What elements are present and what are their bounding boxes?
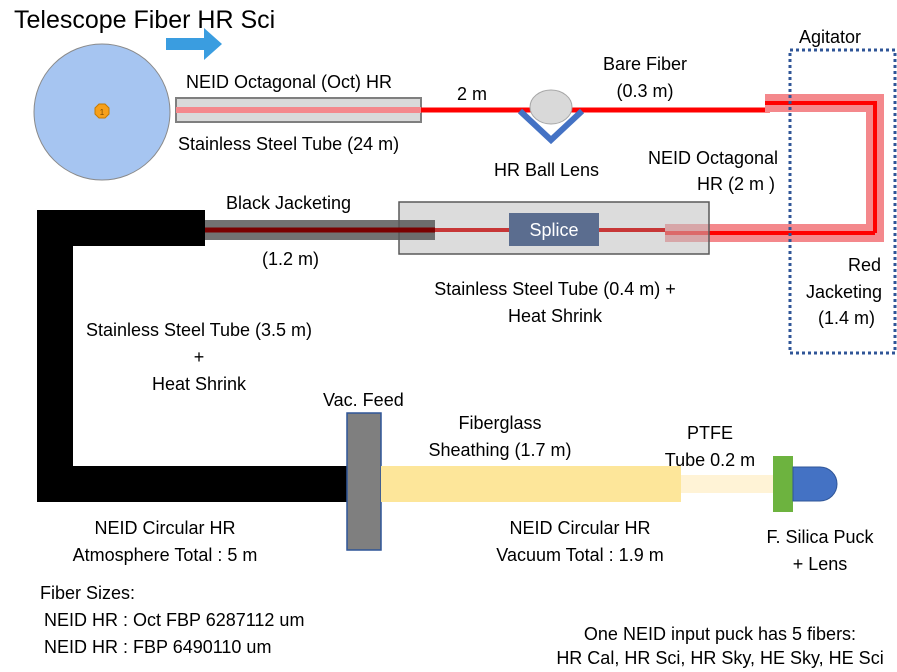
fiber-sizes-title: Fiber Sizes: [40, 583, 136, 603]
label-bare-fiber: Bare Fiber [602, 54, 688, 74]
label-steel-tube-35-1: Stainless Steel Tube (3.5 m) [85, 320, 313, 340]
label-red-jacketing-3: (1.4 m) [818, 308, 876, 328]
label-splice: Splice [529, 220, 579, 240]
label-red-jacketing-2: Jacketing [806, 282, 883, 302]
label-circ-vac-1: NEID Circular HR [509, 518, 651, 538]
puck-lens-icon [792, 466, 838, 502]
label-steel-tube-35-2: + [193, 347, 205, 367]
label-steel-tube-24: Stainless Steel Tube (24 m) [178, 134, 400, 154]
label-puck-2: + Lens [792, 554, 848, 574]
label-ptfe-2: Tube 0.2 m [664, 450, 756, 470]
label-red-jacketing-1: Red [848, 255, 882, 275]
label-oct-hr-2m-2: HR (2 m ) [697, 174, 775, 194]
label-puck-1: F. Silica Puck [766, 527, 874, 547]
label-agitator: Agitator [799, 27, 862, 47]
octagonal-fiber-icon [94, 103, 110, 119]
label-fiberglass-1: Fiberglass [458, 413, 542, 433]
label-ptfe-1: PTFE [686, 423, 733, 443]
oct-fiber-in-tube [176, 107, 421, 113]
steel-tube-35m-path [37, 210, 350, 502]
label-oct-hr-2m-1: NEID Octagonal [648, 148, 779, 168]
ptfe-tube [681, 475, 773, 493]
label-ball-lens: HR Ball Lens [494, 160, 600, 180]
silica-puck [773, 456, 793, 512]
label-bare-fiber-length: (0.3 m) [616, 81, 674, 101]
label-steel-tube-04-2: Heat Shrink [507, 306, 603, 326]
fiber-size-1: NEID HR : Oct FBP 6287112 um [44, 610, 305, 630]
label-steel-tube-35-3: Heat Shrink [151, 374, 247, 394]
label-vac-feed: Vac. Feed [323, 390, 404, 410]
diagram-title: Telescope Fiber HR Sci [14, 6, 276, 34]
label-black-jacketing-length: (1.2 m) [262, 249, 320, 269]
ball-lens-v [517, 108, 585, 145]
label-oct-hr: NEID Octagonal (Oct) HR [186, 72, 393, 92]
ball-lens-icon [529, 89, 573, 125]
fiber-size-2: NEID HR : FBP 6490110 um [44, 637, 272, 657]
splice-box [509, 213, 599, 246]
label-two-m: 2 m [457, 84, 488, 104]
label-steel-tube-04-1: Stainless Steel Tube (0.4 m) + [434, 279, 676, 299]
red-fiber-loop [765, 101, 877, 233]
label-fiberglass-2: Sheathing (1.7 m) [428, 440, 572, 460]
vacuum-feedthrough [346, 412, 382, 551]
label-circ-atm-2: Atmosphere Total : 5 m [72, 545, 258, 565]
fiberglass-sheathing [381, 466, 681, 502]
octagonal-fiber-icon-mark: 1 [100, 108, 105, 117]
direction-arrow-icon [166, 28, 222, 60]
puck-note-1: One NEID input puck has 5 fibers: [583, 624, 857, 644]
label-circ-vac-2: Vacuum Total : 1.9 m [496, 545, 664, 565]
puck-note-2: HR Cal, HR Sci, HR Sky, HE Sky, HE Sci [556, 648, 884, 668]
label-circ-atm-1: NEID Circular HR [94, 518, 236, 538]
label-black-jacketing: Black Jacketing [226, 193, 352, 213]
